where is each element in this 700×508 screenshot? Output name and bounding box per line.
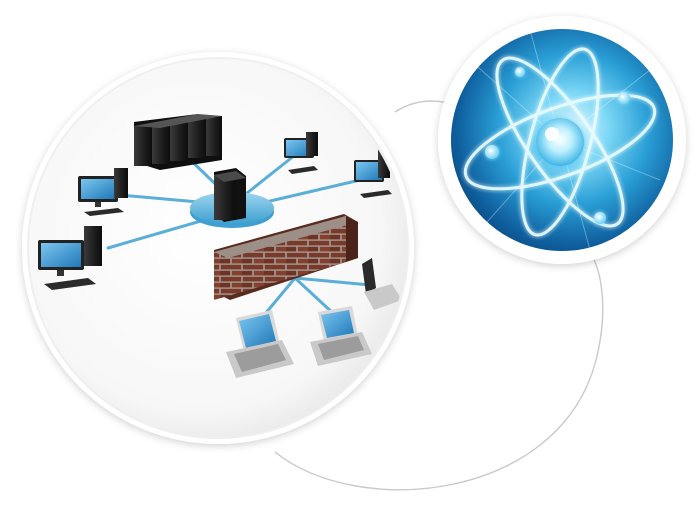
laptop-icon (310, 306, 372, 366)
network-circle (22, 52, 414, 444)
atom-icon (463, 29, 661, 251)
desktop-computer-icon (354, 150, 392, 198)
laptop-icon (226, 310, 294, 378)
desktop-computer-icon (284, 132, 318, 174)
desktop-computer-icon (78, 168, 128, 216)
atom-circle (438, 16, 686, 264)
central-server-icon (214, 168, 246, 222)
laptop-icon (362, 258, 402, 310)
brick-firewall-icon (214, 214, 358, 300)
desktop-computer-icon (38, 226, 102, 290)
server-rack-icon (134, 114, 222, 170)
